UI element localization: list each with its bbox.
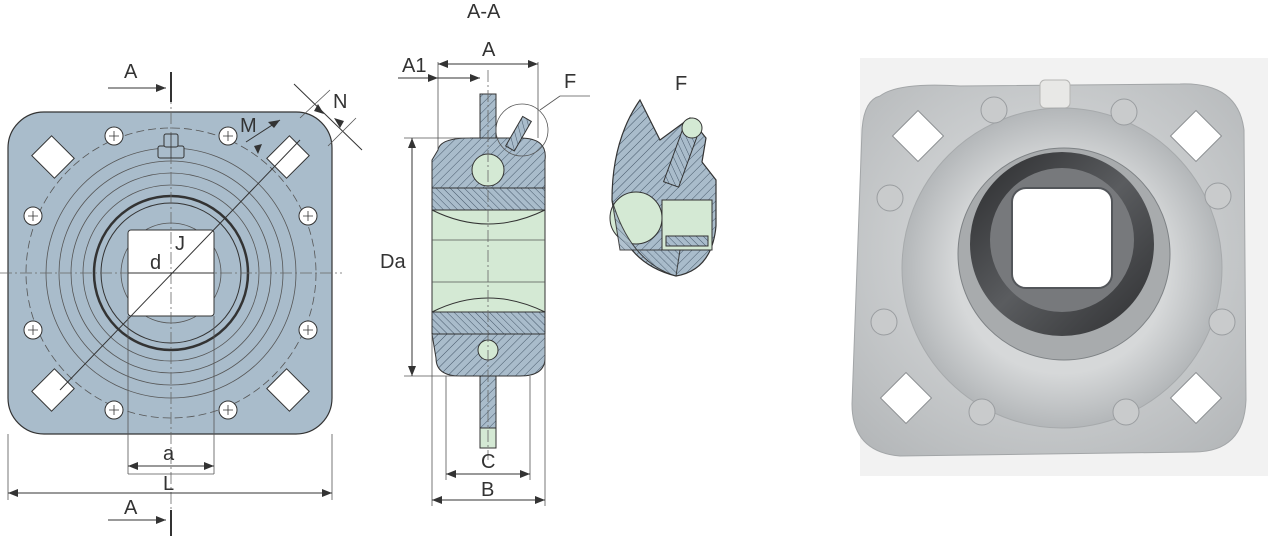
section-grease-nipple — [504, 115, 533, 152]
photo-square-bore — [1011, 187, 1113, 289]
detail-inner-ring — [611, 199, 681, 277]
detail-circle-F — [495, 103, 549, 157]
dimension-a-arrows — [128, 462, 214, 470]
dimension-C-arrow — [446, 470, 530, 478]
photo-rivet — [870, 96, 1236, 426]
label-Da: Da — [380, 251, 406, 273]
label-N: N — [333, 91, 347, 113]
front-view: J d A A N M a L — [0, 61, 363, 536]
rivet-cross — [28, 131, 313, 415]
grease-nipple — [157, 133, 185, 159]
dimension-N-arrow — [314, 104, 344, 128]
section-title: A-A — [467, 1, 501, 23]
dimension-J-line — [59, 139, 301, 391]
photo-slot — [879, 109, 1223, 425]
dimension-N-line — [293, 83, 363, 151]
label-A1: A1 — [402, 55, 426, 77]
mounting-slot — [31, 135, 310, 412]
detail-view: F — [609, 73, 717, 277]
label-A-section: A — [482, 39, 496, 61]
section-arrowhead-bottom — [156, 516, 166, 524]
label-d: d — [150, 252, 161, 274]
label-J: J — [175, 233, 185, 255]
label-section-bottom: A — [124, 497, 138, 519]
label-C: C — [481, 451, 495, 473]
label-M: M — [240, 115, 257, 137]
product-photo — [851, 58, 1268, 476]
section-arrowhead-top — [156, 84, 166, 92]
photo-grease-nipple — [1039, 79, 1071, 109]
label-a: a — [163, 443, 175, 465]
label-B: B — [481, 479, 494, 501]
section-view: A-A F A1 A — [380, 1, 590, 506]
detail-seal-lip — [665, 235, 709, 247]
label-section-top: A — [124, 61, 138, 83]
detail-leader-F — [539, 95, 561, 111]
detail-nipple-head — [681, 117, 703, 139]
label-F: F — [564, 71, 576, 93]
dimension-A-arrow-section — [438, 60, 538, 68]
label-L: L — [163, 473, 174, 495]
dimension-N-ext — [299, 89, 331, 119]
inner-ring-hatch-top — [431, 187, 546, 211]
detail-label-F: F — [675, 73, 687, 95]
inner-ring-hatch-bottom — [431, 311, 546, 335]
dimension-N-ext-2 — [327, 117, 357, 147]
dimension-M-arrow — [254, 120, 280, 154]
